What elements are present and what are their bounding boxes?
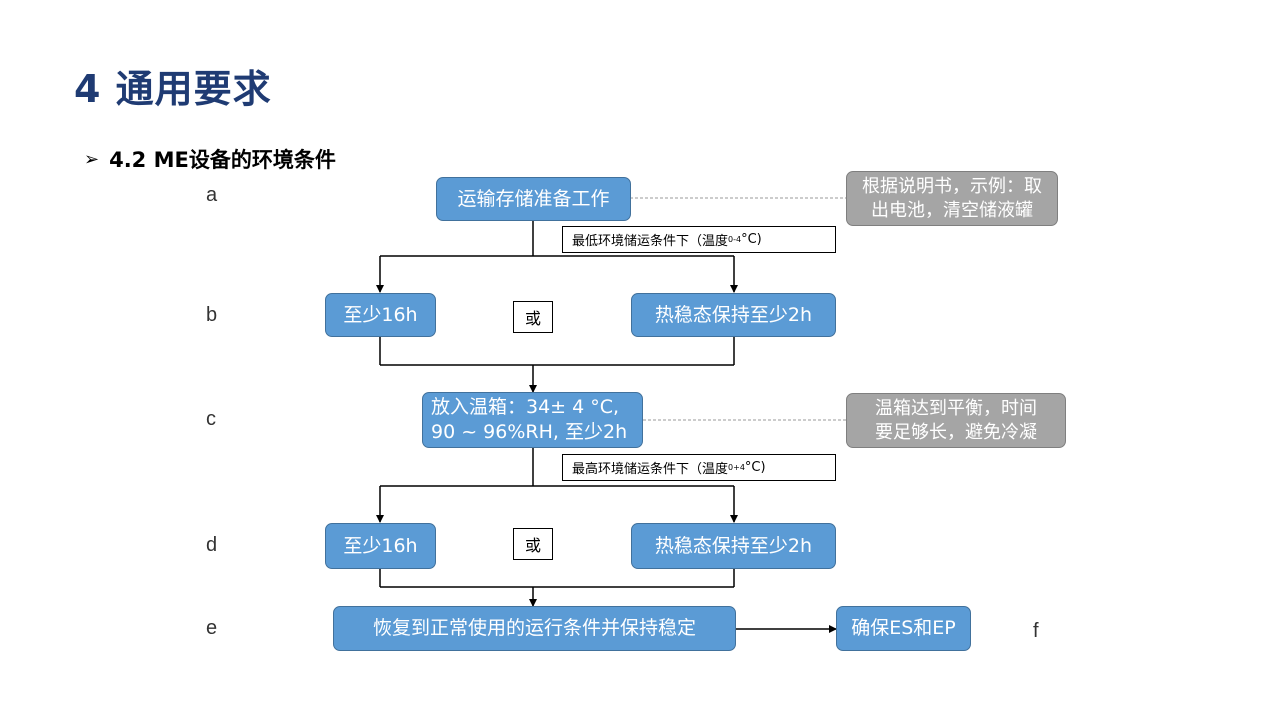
step-label-e: e [206,617,218,639]
manual-note-line2: 出电池，清空储液罐 [871,199,1033,221]
restore-operating-conditions-box: 恢复到正常使用的运行条件并保持稳定 [333,606,736,651]
manual-note-box: 根据说明书，示例：取 出电池，清空储液罐 [846,171,1058,226]
b-thermal-steady-box: 热稳态保持至少2h [631,293,836,337]
slide-title: 4 通用要求 [74,67,272,111]
section-title: 4.2 ME设备的环境条件 [109,148,336,172]
low-temp-sup: 0 [728,235,734,244]
d-or-label: 或 [513,528,553,560]
b-or-label: 或 [513,301,553,333]
step-label-d: d [206,534,218,556]
low-temp-sub: -4 [733,235,742,244]
high-temp-condition-label: 最高环境储运条件下（温度 0+4 °C) [562,454,836,481]
step-label-b: b [206,304,218,326]
high-temp-sub: 0 [728,463,734,472]
step-label-f: f [1033,620,1039,642]
low-temp-condition-label: 最低环境储运条件下（温度 0-4 °C) [562,226,836,253]
chamber-line1: 放入温箱：34± 4 °C, [431,396,620,418]
manual-note-line1: 根据说明书，示例：取 [862,175,1042,197]
chamber-note-line1: 温箱达到平衡，时间 [875,397,1037,419]
step-label-a: a [206,184,218,206]
step-label-c: c [206,408,216,430]
d-min-16h-box: 至少16h [325,523,436,569]
chamber-note-line2: 要足够长，避免冷凝 [875,421,1037,443]
section-heading: ➢ 4.2 ME设备的环境条件 [84,144,336,174]
transport-storage-prep-box: 运输存储准备工作 [436,177,631,221]
chamber-conditions-box: 放入温箱：34± 4 °C, 90 ~ 96%RH, 至少2h [422,392,643,448]
ensure-es-ep-box: 确保ES和EP [836,606,971,651]
high-temp-sup: +4 [733,463,745,472]
d-thermal-steady-box: 热稳态保持至少2h [631,523,836,569]
arrow-bullet-icon: ➢ [84,148,100,170]
b-min-16h-box: 至少16h [325,293,436,337]
chamber-note-box: 温箱达到平衡，时间 要足够长，避免冷凝 [846,393,1066,448]
chamber-line2: 90 ~ 96%RH, 至少2h [431,421,628,443]
